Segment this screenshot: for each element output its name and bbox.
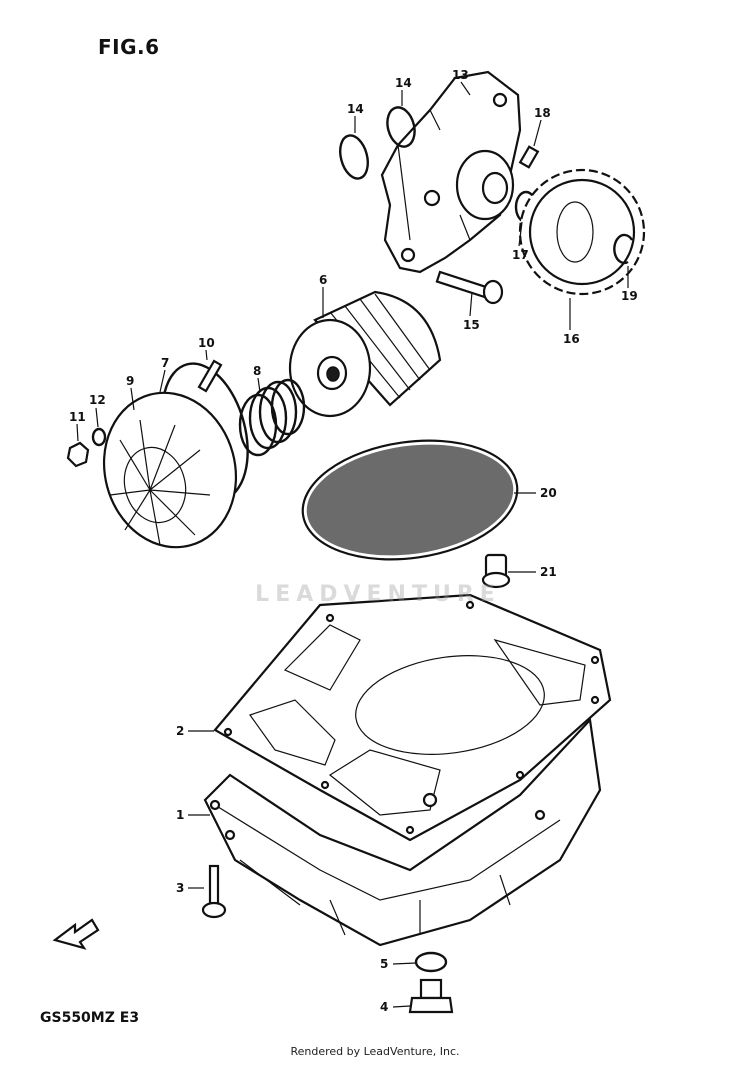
callout-5: 5 bbox=[380, 957, 388, 971]
callout-21: 21 bbox=[540, 565, 557, 579]
callout-20: 20 bbox=[540, 486, 557, 500]
callout-labels: 1 2 3 4 5 6 7 8 9 10 11 12 13 14 14 15 1… bbox=[69, 68, 638, 1014]
front-arrow-icon bbox=[52, 918, 100, 950]
callout-18: 18 bbox=[534, 106, 551, 120]
callout-3: 3 bbox=[176, 881, 184, 895]
callout-7: 7 bbox=[161, 356, 169, 370]
circlip-19 bbox=[613, 233, 634, 265]
stud-10 bbox=[197, 359, 223, 393]
oil-pan-1 bbox=[203, 717, 602, 947]
oil-pan-gasket-2 bbox=[213, 593, 612, 842]
callout-12: 12 bbox=[89, 393, 106, 407]
drain-plug-4 bbox=[408, 978, 454, 1014]
callout-13: 13 bbox=[452, 68, 469, 82]
callout-8: 8 bbox=[253, 364, 261, 378]
callout-4: 4 bbox=[380, 1000, 388, 1014]
gear-16 bbox=[518, 168, 646, 296]
pin-18 bbox=[518, 145, 540, 169]
callout-11: 11 bbox=[69, 410, 86, 424]
washer-12 bbox=[91, 427, 107, 447]
callout-17: 17 bbox=[512, 248, 529, 262]
callout-6: 6 bbox=[319, 273, 327, 287]
callout-2: 2 bbox=[176, 724, 184, 738]
callout-14a: 14 bbox=[347, 102, 364, 116]
bolt-21 bbox=[481, 553, 511, 589]
nut-11 bbox=[66, 441, 90, 468]
gasket-20 bbox=[301, 439, 519, 561]
model-code: GS550MZ E3 bbox=[40, 1010, 140, 1026]
o-ring-14a bbox=[339, 134, 369, 180]
o-ring-14b bbox=[386, 106, 416, 148]
bolt-3 bbox=[201, 864, 227, 919]
callout-1: 1 bbox=[176, 808, 184, 822]
filter-cap-9 bbox=[102, 391, 238, 549]
callout-10: 10 bbox=[198, 336, 215, 350]
callout-9: 9 bbox=[126, 374, 134, 388]
spring-8 bbox=[238, 378, 306, 457]
callout-19: 19 bbox=[621, 289, 638, 303]
gasket-5 bbox=[414, 951, 448, 973]
bolt-15 bbox=[435, 270, 504, 305]
figure-title: FIG.6 bbox=[98, 35, 160, 59]
oil-pump-housing bbox=[380, 70, 522, 274]
leader-lines bbox=[76, 81, 629, 1008]
oil-filter-6 bbox=[288, 290, 442, 418]
callout-16: 16 bbox=[563, 332, 580, 346]
callout-14b: 14 bbox=[395, 76, 412, 90]
watermark: LEADVENTURE bbox=[255, 582, 501, 607]
callout-15: 15 bbox=[463, 318, 480, 332]
footer-credit: Rendered by LeadVenture, Inc. bbox=[290, 1045, 460, 1058]
